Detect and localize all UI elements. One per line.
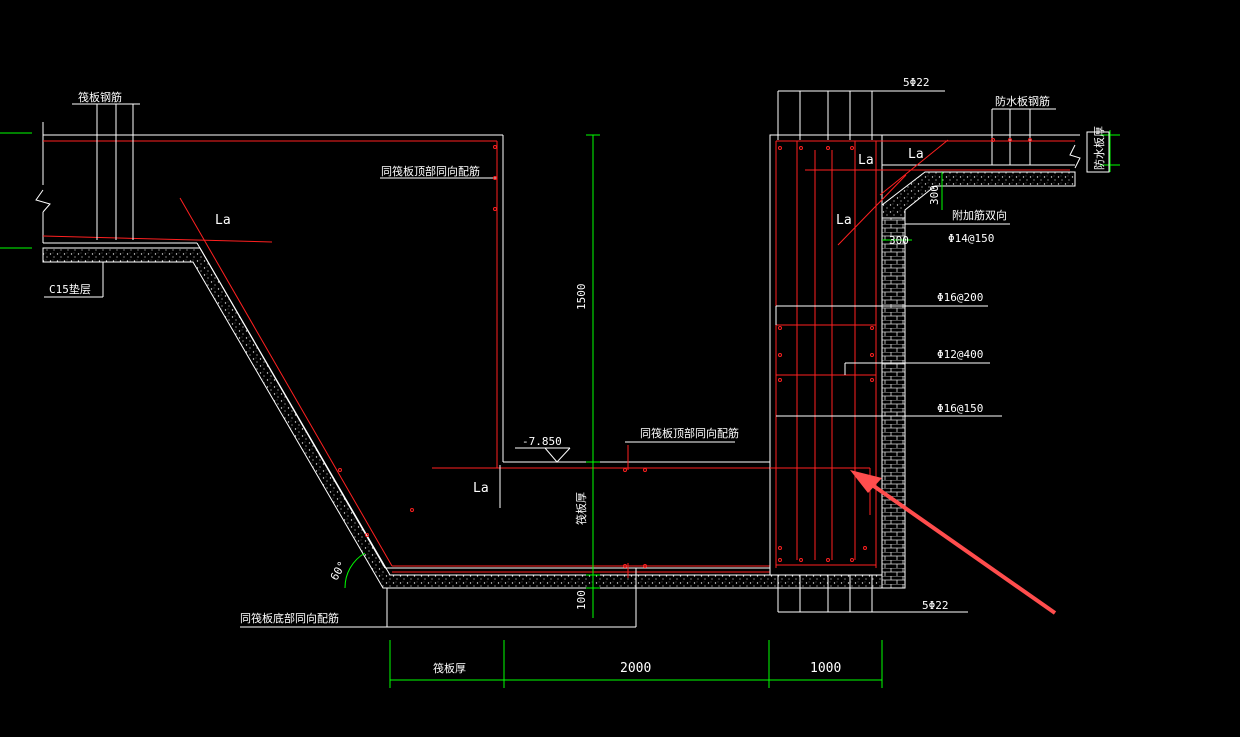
right-waterproof-slab xyxy=(805,134,1081,246)
dim-300-horizontal: 300 xyxy=(889,234,909,247)
la-label-wall-2: La xyxy=(908,147,924,162)
bottom-bar-leaders: 5Φ22 xyxy=(777,575,968,613)
dim-100: 100 xyxy=(575,590,588,610)
haunch-dims: 300 300 xyxy=(882,172,943,247)
elevation-mark: -7.850 xyxy=(515,435,571,463)
wall-bar-notes: Φ16@200 Φ12@400 Φ16@150 xyxy=(775,291,1002,417)
angle-60-group: 60° xyxy=(328,552,366,589)
dim-1500: 1500 xyxy=(575,284,588,311)
dim-raft-vertical: 筏板厚 xyxy=(574,492,588,525)
slope-outline xyxy=(196,242,386,569)
la-label-wall-3: La xyxy=(836,213,852,228)
bar-16-200-label: Φ16@200 xyxy=(937,291,983,304)
waterproof-thickness-dim: 防水板厚 xyxy=(1086,126,1120,173)
raft-rebar-label: 筏板钢筋 xyxy=(78,90,122,104)
dim-bottom-raft: 筏板厚 xyxy=(433,661,466,675)
bar-12-400-label: Φ12@400 xyxy=(937,348,983,361)
top-rebar-note-2: 同筏板顶部同向配筋 xyxy=(640,426,739,440)
top-rebar-note-2-group: 同筏板顶部同向配筋 xyxy=(625,426,739,443)
la-label-pit: La xyxy=(473,481,489,496)
top-bar-label: 5Φ22 xyxy=(903,76,930,89)
dim-300-vertical: 300 xyxy=(928,185,941,205)
top-rebar-note: 同筏板顶部同向配筋 xyxy=(381,164,480,178)
brick-wall xyxy=(881,204,906,589)
cushion-label-group: C15垫层 xyxy=(44,262,104,298)
annotation-arrow[interactable] xyxy=(850,470,1057,615)
dim-vertical-group: 1500 筏板厚 100 xyxy=(574,134,600,618)
la-label-slope: La xyxy=(215,213,231,228)
wall-section xyxy=(769,134,1075,576)
cushion-label: C15垫层 xyxy=(49,282,91,296)
dim-bottom-1000: 1000 xyxy=(810,661,841,676)
rebar-dots xyxy=(338,138,1032,568)
waterproof-rebar-group: 防水板钢筋 xyxy=(991,94,1056,165)
pit-outline xyxy=(432,135,770,578)
bottom-dimension-chain: 筏板厚 2000 1000 xyxy=(389,640,883,688)
waterproof-rebar-label: 防水板钢筋 xyxy=(995,94,1050,108)
elevation-label: -7.850 xyxy=(522,435,562,448)
bottom-rebar-note: 同筏板底部同向配筋 xyxy=(240,611,339,625)
extra-rebar-note: 附加筋双向 Φ14@150 xyxy=(905,208,1010,245)
extra-rebar-label: 附加筋双向 xyxy=(952,208,1007,222)
slope-rebar xyxy=(179,197,393,567)
bottom-rebar-note-group: 同筏板底部同向配筋 xyxy=(240,568,637,628)
la-slope-group: La xyxy=(215,213,231,228)
dim-bottom-2000: 2000 xyxy=(620,661,651,676)
left-raft-slab xyxy=(0,122,503,249)
haunch-cushion xyxy=(881,171,1076,219)
top-bar-leaders: 5Φ22 xyxy=(777,76,945,140)
bottom-bar-label: 5Φ22 xyxy=(922,599,949,612)
waterproof-thickness-label: 防水板厚 xyxy=(1092,126,1106,170)
la-label-wall-1: La xyxy=(858,153,874,168)
bar-14-label: Φ14@150 xyxy=(948,232,994,245)
raft-rebar-label-group: 筏板钢筋 xyxy=(72,90,140,240)
bar-16-150-label: Φ16@150 xyxy=(937,402,983,415)
